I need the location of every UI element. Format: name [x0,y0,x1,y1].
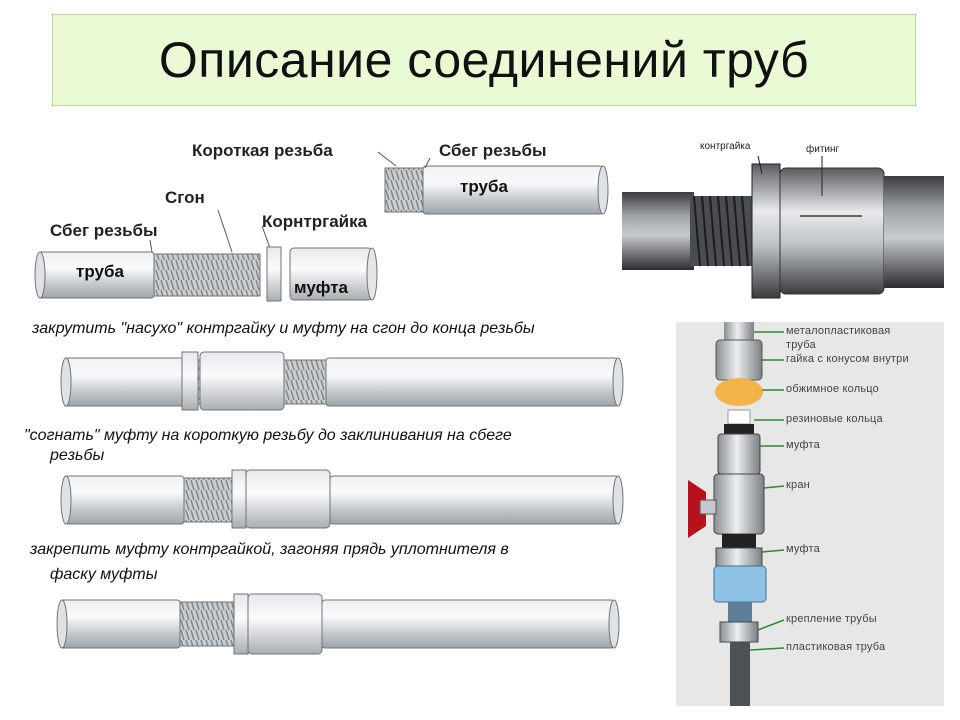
step2-text-line1: "согнать" муфту на короткую резьбу до за… [24,427,512,444]
locknut-part [266,246,282,302]
assembly-label-metal-plastic: металопластиковая [786,325,891,337]
label-coupling: муфта [294,278,349,297]
assembly-label-coupling-top: муфта [786,439,820,451]
leader-line [424,157,431,169]
assembly-label-plastic-pipe: пластиковая труба [786,641,886,653]
assembly-label-cone-nut: гайка с конусом внутри [786,353,909,365]
leader-line [377,151,397,167]
step3-text-line1: закрепить муфту контргайкой, загоняя пря… [30,541,509,558]
step2-assembly [60,469,624,529]
step2-text-line2: резьбы [50,447,105,464]
assembly-label-pipe-mount: крепление трубы [786,613,877,625]
assembly-label-pipe: труба [786,339,816,351]
page-title: Описание соединений труб [158,32,810,88]
coupling-part [289,247,378,301]
label-thread-runout-right: Сбег резьбы [439,141,547,160]
step3-assembly [56,593,620,655]
label-locknut: Корнтргайка [262,212,368,231]
label-pipe-left: труба [76,262,124,281]
label-sgon: Сгон [165,188,205,207]
step3-text-line2: фаску муфты [50,566,158,583]
assembly-label-compression-ring: обжимное кольцо [786,383,879,395]
title-banner: Описание соединений труб [52,14,916,106]
sgon-pipe [34,251,261,299]
photo-label-fitting: фитинг [806,144,840,155]
step1-text: закрутить "насухо" контргайку и муфту на… [32,320,535,337]
short-thread-pipe [384,165,609,215]
step1-assembly [60,351,624,411]
photo-label-locknut: контргайка [700,141,751,152]
assembly-label-valve: кран [786,479,810,491]
valve-assembly-photo [676,322,944,706]
leader-line [149,239,153,253]
assembly-label-rubber-rings: резиновые кольца [786,413,883,425]
leader-line [261,225,271,249]
locknut-fitting-photo [622,126,944,316]
label-pipe-right: труба [460,177,508,196]
label-thread-runout-left: Сбег резьбы [50,221,158,240]
assembly-label-coupling-bottom: муфта [786,543,820,555]
label-short-thread: Короткая резьба [192,141,333,160]
leader-line [217,209,233,253]
